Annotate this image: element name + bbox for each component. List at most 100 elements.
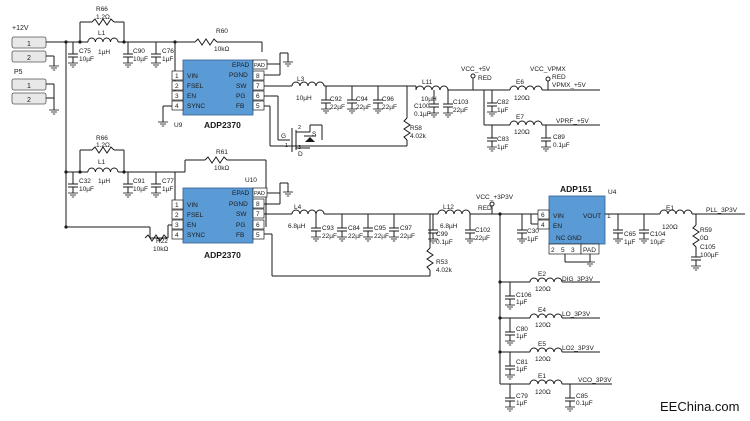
vpmx-label: VPMX_+5V (552, 82, 586, 89)
r61-value: 10kΩ (214, 165, 229, 172)
u4-bottom-5: 5 (561, 247, 565, 254)
e2-value: 120Ω (535, 286, 551, 293)
e1b-value: 120Ω (535, 389, 551, 396)
u10-pin-fsel: FSEL (187, 212, 204, 219)
u9-pin-pg: PG (236, 93, 245, 100)
c79-value: 1µF (516, 400, 527, 407)
u10-pin-en: EN (187, 222, 196, 229)
u4-name: ADP151 (560, 184, 592, 194)
r60-value: 10kΩ (214, 46, 229, 53)
l4-ref: L4 (294, 204, 302, 211)
c75-value: 10µF (79, 56, 94, 63)
u9-pinnum: 2 (175, 83, 179, 90)
r66b-value: 1.2Ω (96, 142, 110, 149)
u9-pin-epad: EPAD (232, 62, 250, 69)
u9-pin-fb: FB (236, 103, 244, 110)
r60-ref: R60 (216, 28, 228, 35)
c92-value: 22µF (330, 104, 345, 111)
c89-value: 0.1µF (553, 142, 570, 149)
connector-pin-label: 2 (27, 97, 31, 104)
l11-ref: L11 (422, 79, 433, 86)
c30-ref: C30 (527, 228, 539, 235)
c32-value: 10µF (79, 186, 94, 193)
u9-pin-fsel: FSEL (187, 83, 204, 90)
u9-pin-pgnd: PGND (229, 72, 248, 79)
u10-ref: U10 (245, 177, 257, 184)
u9-pin-sw: SW (236, 83, 247, 90)
c102-ref: C102 (475, 227, 491, 234)
l1b-ref: L1 (98, 159, 106, 166)
r59-ref: R59 (700, 227, 712, 234)
u9-pinnum: 1 (175, 73, 179, 80)
u10-pinnum: 6 (256, 222, 260, 229)
u4-pin4: 4 (541, 222, 545, 229)
u9-pinnum: 4 (175, 103, 179, 110)
c97-ref: C97 (400, 225, 412, 232)
u4-pin6: 6 (541, 212, 545, 219)
u9-chip (182, 59, 254, 116)
c80-value: 1µF (516, 333, 527, 340)
c105-ref: C105 (700, 244, 716, 251)
c90-value: 10µF (133, 56, 148, 63)
c81-ref: C81 (516, 359, 528, 366)
c77-ref: C77 (162, 178, 174, 185)
c76-ref: C76 (162, 48, 174, 55)
u9-pinnum: 6 (256, 93, 260, 100)
e6-value: 120Ω (514, 95, 530, 102)
c104-value: 10µF (650, 239, 665, 246)
l12-ref: L12 (443, 204, 454, 211)
u10-name: ADP2370 (204, 250, 241, 260)
c83-value: 1µF (497, 144, 508, 151)
vco-label: VCO_3P3V (578, 377, 612, 384)
e2-ref: E2 (538, 271, 546, 278)
c100-ref: C100 (414, 103, 430, 110)
u10-pinnum: 3 (175, 222, 179, 229)
e7-value: 120Ω (514, 129, 530, 136)
c75-ref: C75 (79, 48, 91, 55)
e1b-ref: E1 (538, 373, 546, 380)
c96-value: 22µF (382, 104, 397, 111)
c97-value: 22µF (400, 233, 415, 240)
u9-name: ADP2370 (204, 120, 241, 130)
u10-pin-sync: SYNC (187, 232, 205, 239)
r59-value: 0Ω (700, 235, 709, 242)
r22-value: 10kΩ (153, 246, 168, 253)
c94-value: 22µF (356, 104, 371, 111)
e7-ref: E7 (516, 114, 524, 121)
c84-value: 22µF (348, 233, 363, 240)
lo-label: LO_3P3V (562, 311, 591, 318)
l3-ref: L3 (297, 76, 305, 83)
r66-ref: R66 (96, 6, 108, 13)
c100-value: 0.1µF (414, 111, 431, 118)
vcc-vpmx-label: VCC_VPMX (530, 66, 566, 73)
c103-value: 22µF (453, 107, 468, 114)
c106-ref: C106 (516, 292, 532, 299)
l11-value: 10µH (421, 96, 437, 103)
u10-pinnum: 8 (256, 201, 260, 208)
red-label: RED (478, 75, 492, 82)
l1b-value: 1µH (98, 178, 110, 185)
mosfet-n3: 3 (298, 145, 301, 151)
c93-value: 22µF (322, 233, 337, 240)
c81-value: 1µF (516, 366, 527, 373)
connector-pin-label: 2 (27, 55, 31, 62)
mosfet-n1: 1 (285, 143, 288, 149)
u9-pinnum: 8 (256, 73, 260, 80)
connector-pin-label: 1 (27, 41, 31, 48)
u10-pinnum: 2 (175, 212, 179, 219)
r58-ref: R58 (410, 125, 422, 132)
mosfet-g: G (281, 133, 286, 140)
c99-ref: C99 (436, 231, 448, 238)
c76-value: 1µF (162, 56, 173, 63)
dig-label: DIG_3P3V (562, 276, 594, 283)
u10-pin-fb: FB (236, 232, 244, 239)
c32-ref: C32 (79, 178, 91, 185)
c96-ref: C96 (382, 96, 394, 103)
red-label: RED (552, 74, 566, 81)
vcc5-label: VCC_+5V (461, 66, 491, 73)
u9-pin-en: EN (187, 93, 196, 100)
r22-ref: R22 (156, 238, 168, 245)
u10-pinnum: 4 (175, 232, 179, 239)
lo2-label: LO2_3P3V (562, 345, 594, 352)
